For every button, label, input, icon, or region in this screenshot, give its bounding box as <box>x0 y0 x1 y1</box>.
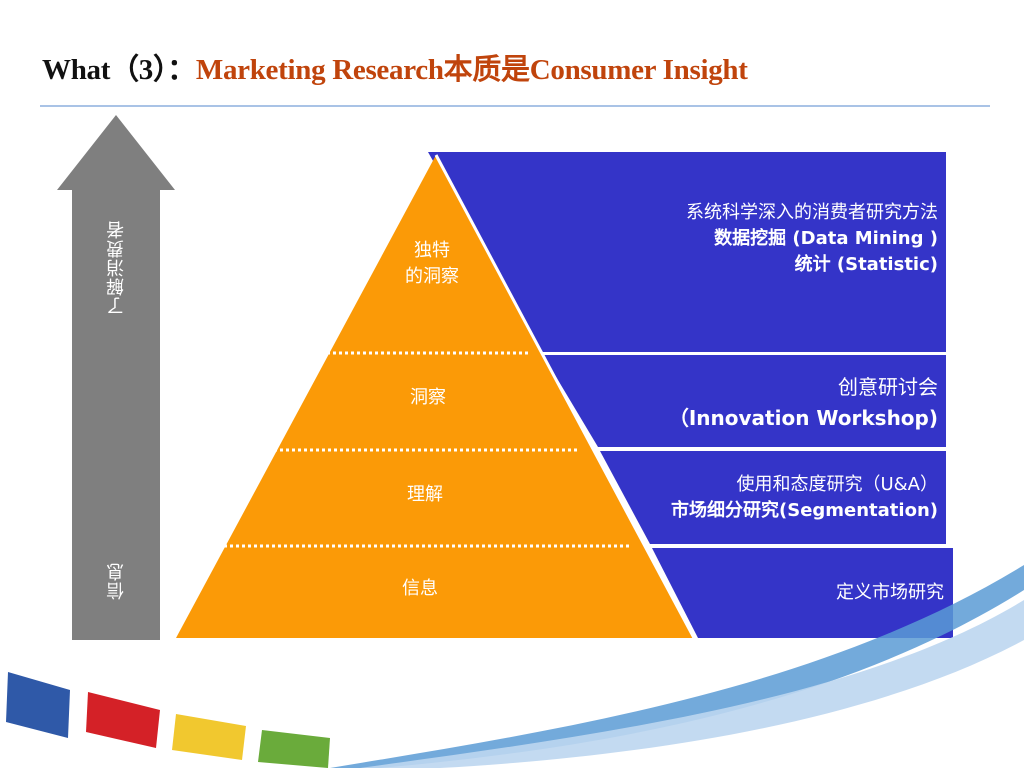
decorative-bar-red <box>86 692 160 748</box>
panel-line: 系统科学深入的消费者研究方法 <box>686 202 938 223</box>
title-prefix: What（3）： <box>42 54 196 86</box>
panel-unique-insight <box>428 152 946 352</box>
panel-information <box>652 548 953 638</box>
upward-arrow-icon <box>57 115 175 640</box>
panel-text-understanding: 使用和态度研究（U&A） 市场细分研究(Segmentation) <box>671 472 938 524</box>
panel-text-insight: 创意研讨会 （Innovation Workshop) <box>669 372 938 434</box>
panel-understanding <box>600 451 946 544</box>
panel-line: 使用和态度研究（U&A） <box>736 474 938 495</box>
panel-line: 统计 (Statistic) <box>794 254 938 275</box>
panel-line: 创意研讨会 <box>838 375 938 399</box>
panel-line: 市场细分研究(Segmentation) <box>671 500 938 521</box>
pyramid-shape <box>176 155 694 638</box>
tier-label-understanding: 理解 <box>407 484 443 505</box>
arrow-top-label: 了解消费者 <box>106 220 127 315</box>
arrow-bottom-label: 信息 <box>106 562 127 600</box>
panel-line: 数据挖掘 (Data Mining ) <box>714 228 938 249</box>
tier-label-line: 独特 <box>414 240 450 261</box>
title-highlight: Marketing Research本质是Consumer Insight <box>195 54 748 86</box>
decorative-bar-yellow <box>172 714 246 760</box>
panel-insight <box>543 355 946 447</box>
tier-label-insight: 洞察 <box>410 387 446 408</box>
panel-line: （Innovation Workshop) <box>668 406 938 430</box>
title-divider <box>40 105 990 107</box>
decorative-swoosh-light <box>360 600 1024 768</box>
decorative-bar-blue <box>6 672 70 738</box>
panel-text-information: 定义市场研究 <box>836 582 944 603</box>
panel-text-unique-insight: 系统科学深入的消费者研究方法 数据挖掘 (Data Mining ) 统计 (S… <box>686 200 938 278</box>
slide-title: What（3）：Marketing Research本质是Consumer In… <box>42 46 748 88</box>
tier-label-information: 信息 <box>402 578 438 599</box>
decorative-bar-green <box>258 730 330 768</box>
tier-label-unique-insight: 独特 的洞察 <box>386 238 478 290</box>
tier-label-line: 的洞察 <box>405 266 459 287</box>
